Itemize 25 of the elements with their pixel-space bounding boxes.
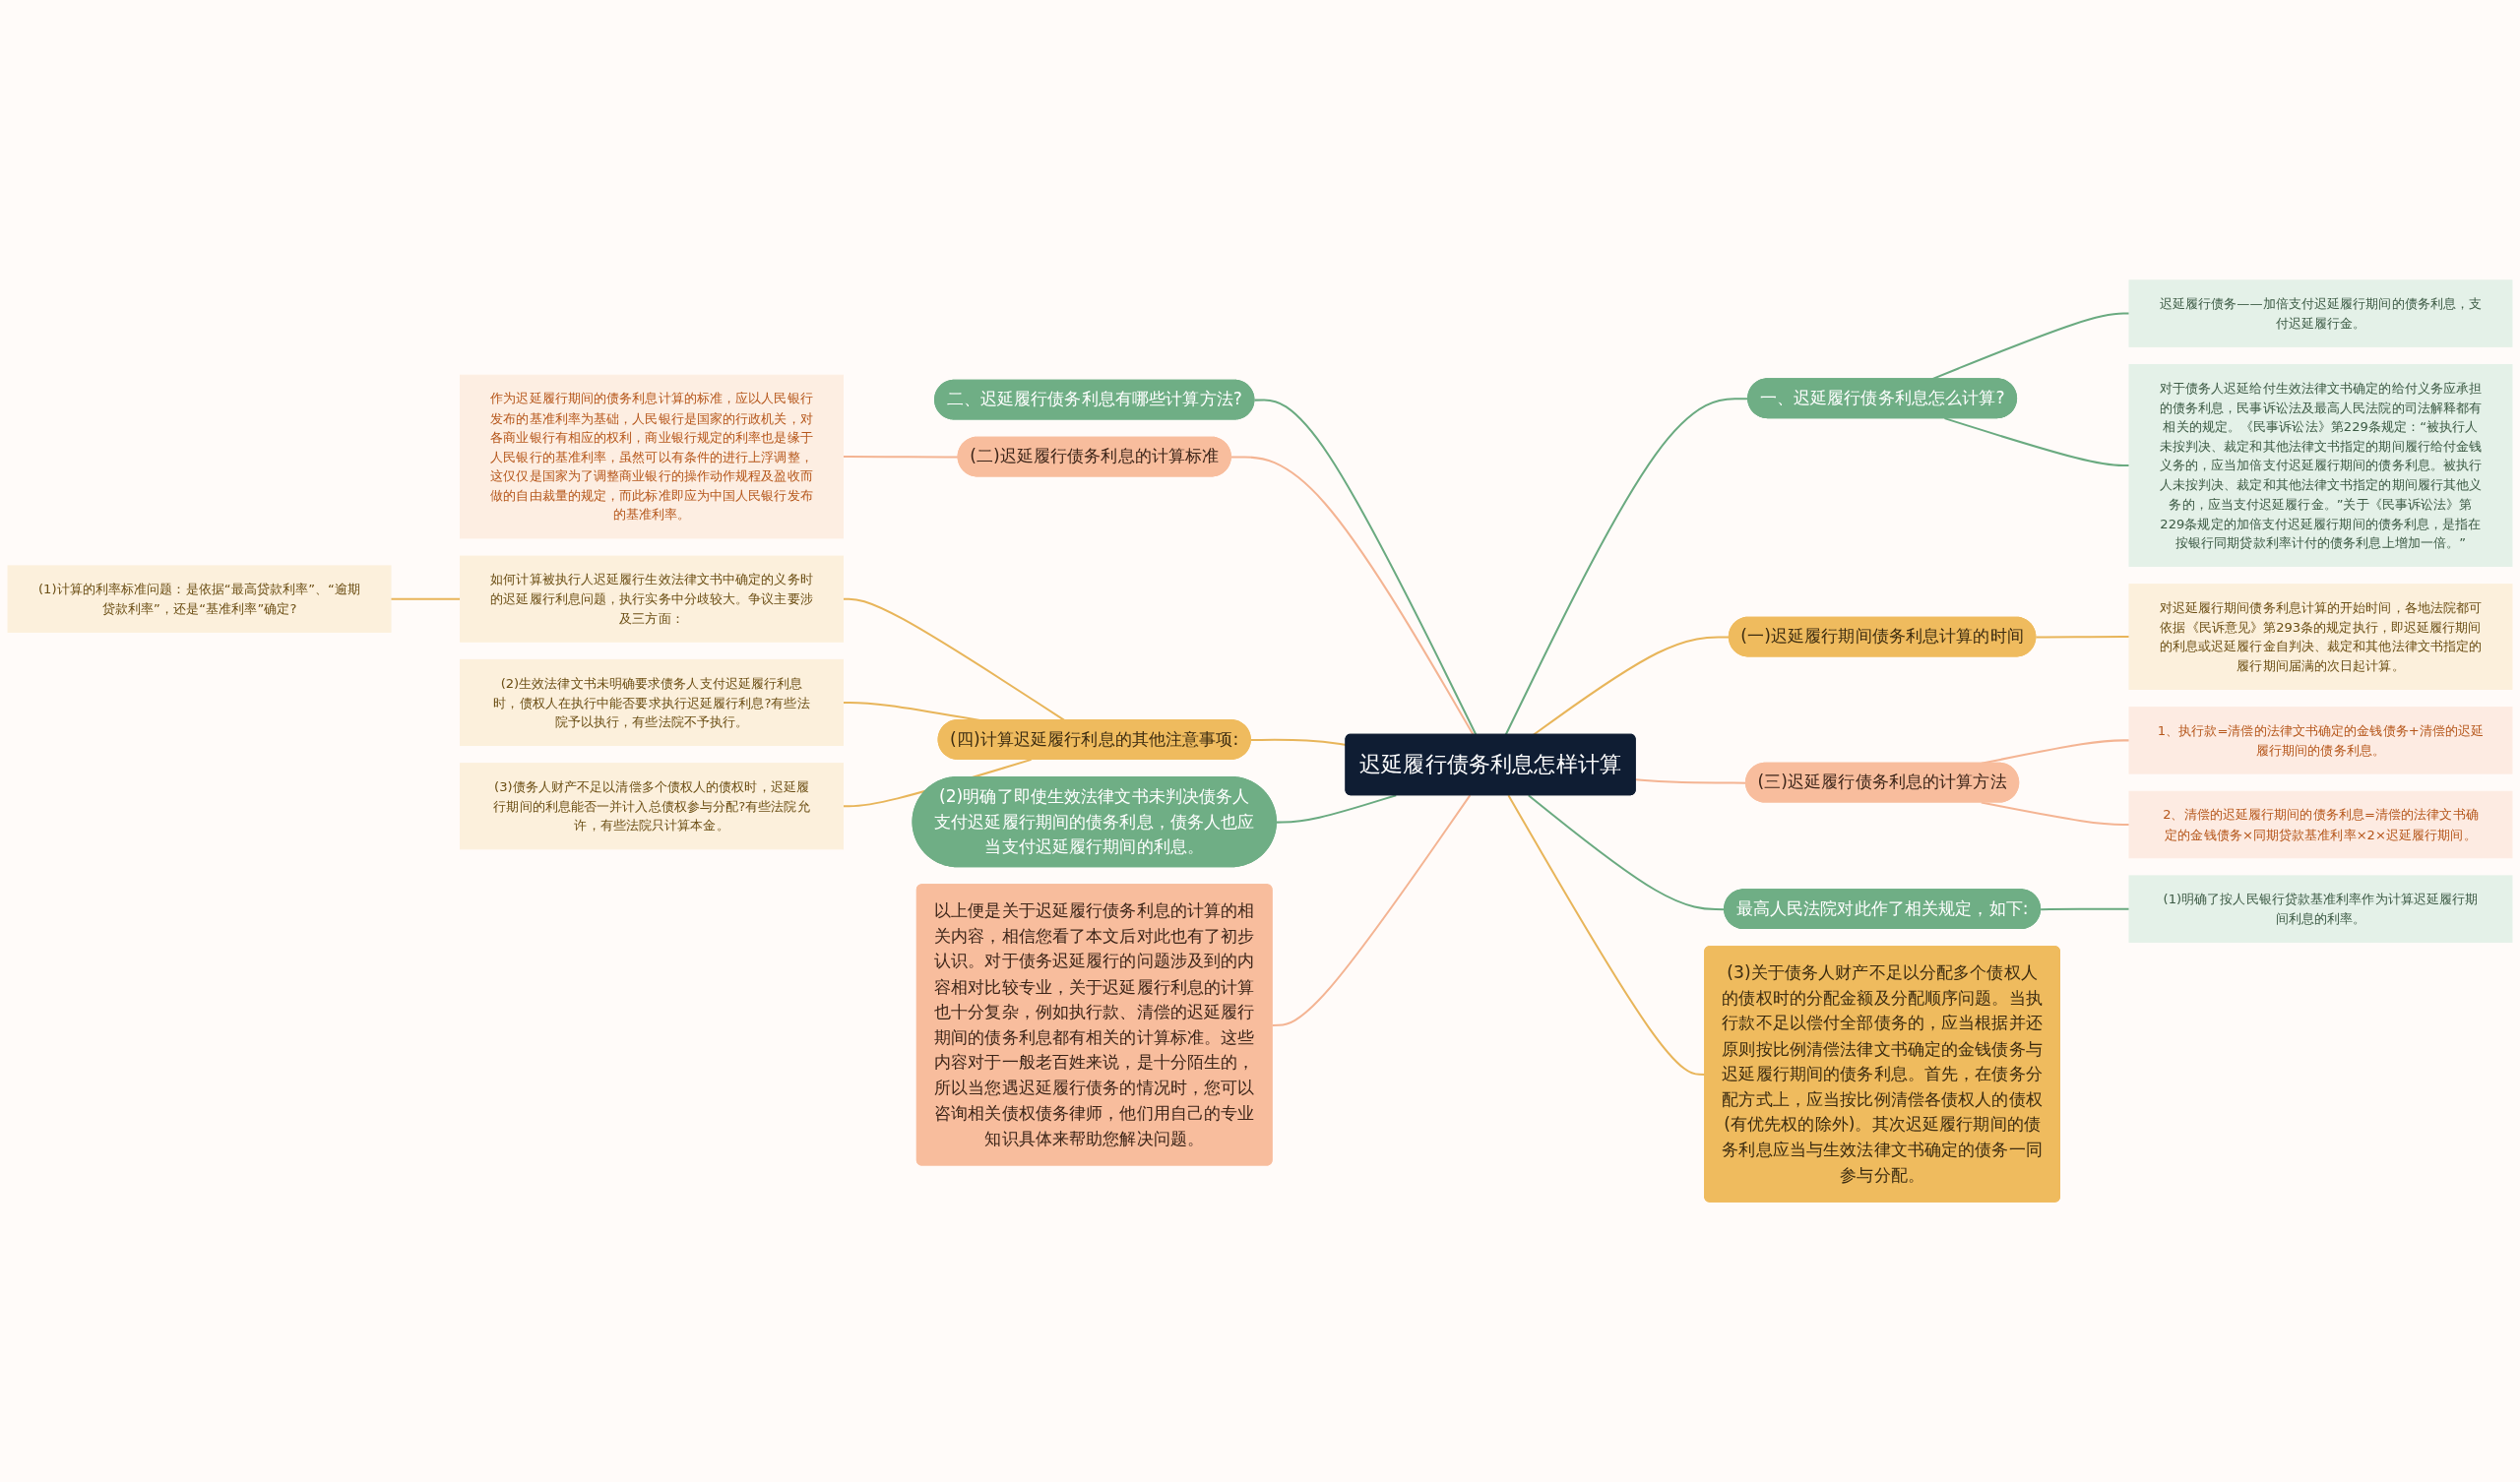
connector: [1533, 636, 1730, 736]
connector: [1981, 801, 2129, 827]
connector: [2036, 636, 2129, 639]
node-box: (2)生效法律文书未明确要求债务人支付迟延履行利息时，债权人在执行中能否要求执行迟延履行利息?有些法院予以执行，有些法院不予执行。: [460, 658, 844, 747]
connector: [1272, 794, 1472, 1026]
connector: [1276, 794, 1397, 824]
connector: [2041, 907, 2129, 911]
node-box: (3)债务人财产不足以清偿多个债权人的债权时，迟延履行期间的利息能否一并计入总债权参与分配?有些法院允许，有些法院只计算本金。: [460, 763, 844, 850]
node-box: 对于债务人迟延给付生效法律文书确定的给付义务应承担的债务利息，民事诉讼法及最高人民法院的司法解释都有相关的规定。《民事诉讼法》第229条规定：“被执行人未按判决、裁定和其他法律文书指定的期间履行给付金钱义务的，应当加倍支付迟延履行期间的债务利息。被执行人未按判决、裁定和其他法律文书指定的期间履行其他义务的，应当支付迟延履行金。”关于《民事诉讼法》第229条规定的加倍支付迟延履行期间的债务利息，是指在按银行同期贷款利率计付的债务利息上增加一倍。”: [2128, 363, 2513, 568]
connector: [843, 456, 959, 459]
node-box: 作为迟延履行期间的债务利息计算的标准，应以人民银行发布的基准利率为基础，人民银行是国家的行政机关，对各商业银行有相应的权利，商业银行规定的利率也是缘于人民银行的基准利率，虽然可以有条件的进行上浮调整，这仅仅是国家为了调整商业银行的操作动作规程及盈收而做的自由裁量的规定，而此标准即应为中国人民银行发布的基准利率。: [460, 374, 844, 539]
node-box: 2、清偿的迟延履行期间的债务利息=清偿的法律文书确定的金钱债务×同期贷款基准利率×2×迟延履行期间。: [2128, 790, 2513, 859]
node-box: 迟延履行债务——加倍支付迟延履行期间的债务利息，支付迟延履行金。: [2128, 279, 2513, 347]
connector: [1635, 778, 1746, 784]
node-box: 1、执行款=清偿的法律文书确定的金钱债务+清偿的迟延履行期间的债务利息。: [2128, 707, 2513, 774]
connector: [1528, 794, 1726, 911]
connector: [1254, 399, 1478, 736]
node-box: (1)计算的利率标准问题：是依据“最高贷款利率”、“逾期贷款利率”，还是“基准利率”确定?: [7, 565, 392, 633]
connector: [1944, 417, 2129, 466]
connector: [391, 597, 461, 600]
node-box: 如何计算被执行人迟延履行生效法律文书中确定的义务时的迟延履行利息问题，执行实务中分歧较大。争议主要涉及三方面：: [460, 555, 844, 643]
node-box: (1)明确了按人民银行贷款基准利率作为计算迟延履行期间利息的利率。: [2128, 875, 2513, 943]
connector: [843, 597, 1066, 721]
connector: [1230, 456, 1475, 736]
node-box: 对迟延履行期间债务利息计算的开始时间，各地法院都可依据《民诉意见》第293条的规定执行，即迟延履行期间的利息或迟延履行金自判决、裁定和其他法律文书指定的履行期间届满的次日起计算。: [2128, 584, 2513, 690]
